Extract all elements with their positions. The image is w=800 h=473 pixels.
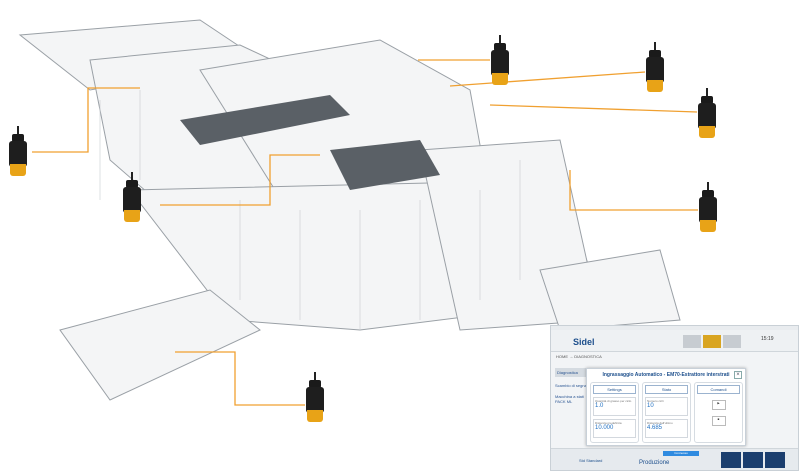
outfeed-conveyor bbox=[59, 289, 261, 401]
window-titlebar bbox=[551, 326, 798, 330]
sidebar-item-segnali[interactable]: Scambio di segnali bbox=[555, 383, 589, 388]
card-label: Distanza predefinita bbox=[595, 421, 622, 425]
card-value: 10.000 bbox=[595, 425, 614, 431]
lubricator-icon bbox=[122, 172, 142, 224]
footer-button[interactable] bbox=[721, 452, 741, 468]
lubricator-icon bbox=[8, 126, 28, 178]
card-value: 10 bbox=[647, 403, 654, 409]
dialog-title: Ingrassaggio Automatico - EM70-Estrattor… bbox=[602, 372, 730, 378]
clock: 15:19 bbox=[761, 336, 774, 342]
mode-label: Produzione bbox=[639, 460, 670, 466]
hmi-footer: Std Standard Produzione Connesso bbox=[551, 448, 798, 470]
warning-button[interactable] bbox=[703, 335, 721, 348]
card-label: Numero cicli bbox=[647, 399, 664, 403]
breadcrumb: HOME → DIAGNOSTICA bbox=[556, 354, 602, 359]
start-lubrication-button[interactable]: ▶ bbox=[711, 400, 726, 410]
comandi-header: Comandi bbox=[697, 385, 740, 394]
close-icon[interactable]: × bbox=[734, 371, 742, 379]
stop-lubrication-button[interactable]: ■ bbox=[711, 416, 726, 426]
lubricator-icon bbox=[698, 182, 718, 234]
sidebar-item-diagnostica[interactable]: Diagnostica bbox=[555, 368, 595, 377]
hmi-header: Sidel 15:19 bbox=[551, 330, 798, 352]
card-value: 1.0 bbox=[595, 403, 604, 409]
sidel-logo: Sidel bbox=[573, 337, 595, 347]
card-value: 4.685 bbox=[647, 425, 663, 431]
sidebar: Diagnostica Scambio di segnali Macchina … bbox=[555, 368, 595, 410]
status-badge: Connesso bbox=[663, 451, 699, 456]
footer-button[interactable] bbox=[765, 452, 785, 468]
card-label: Distanza dall'ultimo bbox=[647, 421, 673, 425]
sidebar-item-packml[interactable]: Macchina a stati PACK ML bbox=[555, 394, 584, 404]
footer-button[interactable] bbox=[743, 452, 763, 468]
settings-header: Settings bbox=[593, 385, 636, 394]
info-button[interactable] bbox=[723, 335, 741, 348]
card-label: Quantità di grasso per ciclo bbox=[595, 399, 632, 403]
hmi-screenshot: Sidel 15:19 HOME → DIAGNOSTICA Diagnosti… bbox=[550, 325, 799, 471]
callout-lines bbox=[32, 59, 698, 406]
recipe-label: Std Standard bbox=[579, 458, 603, 463]
alarm-button[interactable] bbox=[683, 335, 701, 348]
lubricator-icon bbox=[305, 372, 325, 424]
lubricator-icon bbox=[697, 88, 717, 140]
lubricator-icon bbox=[490, 35, 510, 87]
lubrication-dialog: Ingrassaggio Automatico - EM70-Estrattor… bbox=[586, 368, 746, 446]
main-belt bbox=[180, 95, 350, 145]
stato-header: Stato bbox=[645, 385, 688, 394]
lubricator-icon bbox=[645, 42, 665, 94]
